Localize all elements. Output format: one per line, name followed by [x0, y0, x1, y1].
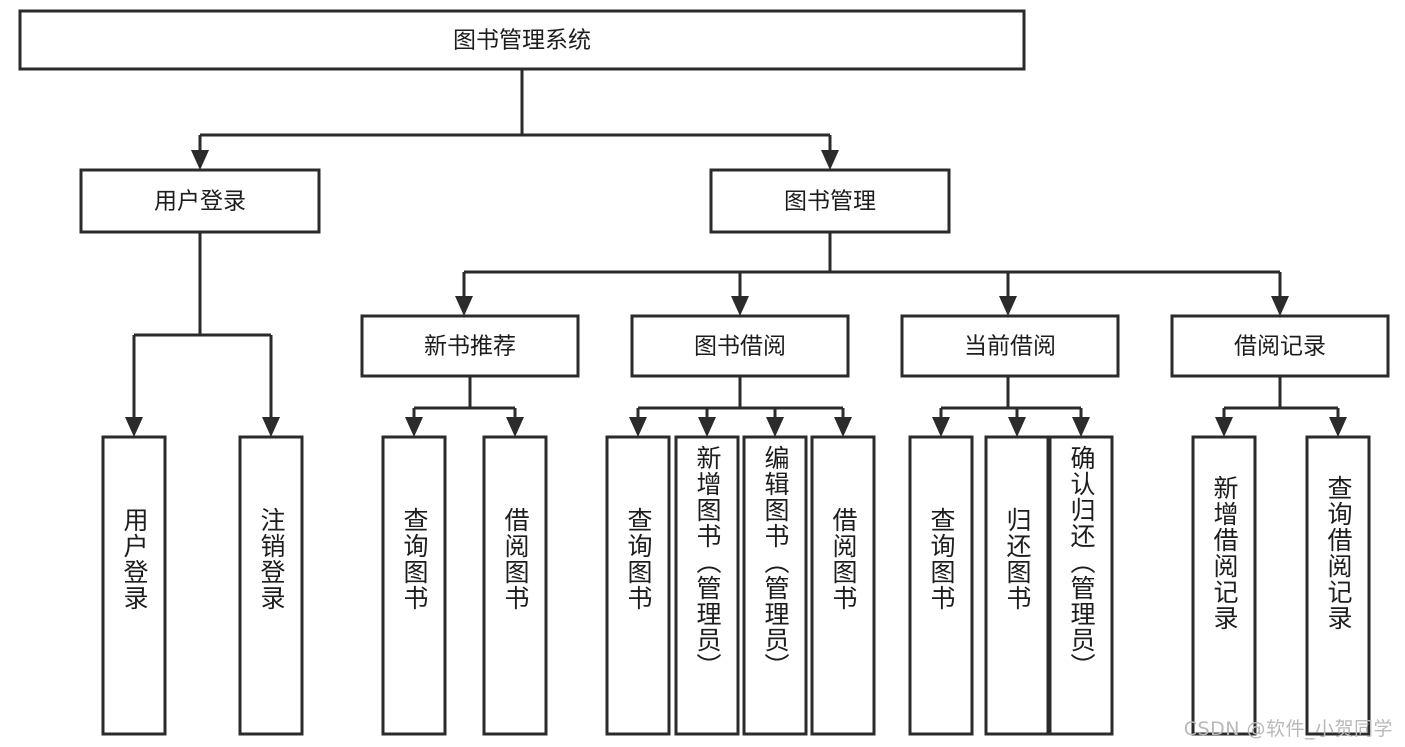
leaf-box-logout[interactable]: [238, 435, 304, 736]
node-new-book-recommend-box[interactable]: [360, 314, 580, 378]
leaf-box-borrow-book[interactable]: [810, 435, 876, 736]
arrow-head-leaf-user-login: [125, 417, 143, 437]
arrow-head-bookborrow-4: [834, 417, 852, 437]
leaf-box-return-book[interactable]: [984, 435, 1050, 736]
connector-newbook-to-leaves: [405, 376, 524, 437]
node-book-borrow-box[interactable]: [630, 314, 850, 378]
node-root-system-label: 图书管理系统: [453, 28, 591, 54]
leaf-box-borrow-book-newbook[interactable]: [482, 435, 548, 736]
node-user-login[interactable]: 用户登录: [79, 168, 321, 234]
arrow-head-bookborrow-1: [629, 417, 647, 437]
node-borrow-record-box[interactable]: [1170, 314, 1390, 378]
connector-userlogin-to-leaves: [125, 232, 280, 437]
arrow-head-bookborrow-2: [698, 417, 716, 437]
connector-bookborrow-to-leaves: [629, 376, 852, 437]
arrow-head-current-borrow: [999, 296, 1017, 316]
leaf-box-user-login[interactable]: [101, 435, 167, 736]
node-borrow-record[interactable]: 借阅记录: [1170, 314, 1390, 378]
leaf-box-add-book-admin[interactable]: [674, 435, 740, 736]
connector-borrowrecord-to-leaves: [1215, 376, 1347, 437]
arrow-head-user-login: [191, 150, 209, 170]
arrow-head-currentborrow-3: [1072, 417, 1090, 437]
arrow-head-leaf-logout: [262, 417, 280, 437]
node-new-book-recommend[interactable]: 新书推荐: [360, 314, 580, 378]
node-current-borrow-box[interactable]: [900, 314, 1120, 378]
node-user-login-label: 用户登录: [154, 189, 246, 215]
arrow-head-newbook-1: [405, 417, 423, 437]
arrow-head-currentborrow-1: [932, 417, 950, 437]
leaf-box-query-book-newbook[interactable]: [381, 435, 447, 736]
csdn-watermark: CSDN @软件_小贺同学: [1183, 718, 1393, 740]
node-root-system-box[interactable]: [18, 9, 1026, 71]
node-book-management-label: 图书管理: [784, 189, 876, 215]
arrow-head-bookborrow-3: [766, 417, 784, 437]
leaf-box-query-borrow-record[interactable]: [1305, 435, 1371, 736]
leaf-box-query-book-current[interactable]: [908, 435, 974, 736]
node-new-book-recommend-label: 新书推荐: [424, 334, 516, 360]
arrow-head-currentborrow-2: [1008, 417, 1026, 437]
leaf-box-query-book-borrow[interactable]: [605, 435, 671, 736]
node-book-borrow[interactable]: 图书借阅: [630, 314, 850, 378]
node-book-borrow-label: 图书借阅: [694, 334, 786, 360]
leaf-box-add-borrow-record[interactable]: [1191, 435, 1257, 736]
arrow-head-borrowrecord-1: [1215, 417, 1233, 437]
node-book-management-box[interactable]: [709, 168, 951, 234]
node-current-borrow[interactable]: 当前借阅: [900, 314, 1120, 378]
arrow-head-borrowrecord-2: [1329, 417, 1347, 437]
leaf-box-edit-book-admin[interactable]: [742, 435, 808, 736]
arrow-head-borrow-record: [1271, 296, 1289, 316]
node-root-system[interactable]: 图书管理系统: [18, 9, 1026, 71]
arrow-head-book-borrow: [731, 296, 749, 316]
connector-bookmgmt-to-level3: [455, 232, 1289, 316]
leaf-box-confirm-return-admin[interactable]: [1048, 435, 1114, 736]
arrow-head-book-mgmt: [821, 150, 839, 170]
node-user-login-box[interactable]: [79, 168, 321, 234]
arrow-head-newbook-2: [506, 417, 524, 437]
node-current-borrow-label: 当前借阅: [964, 334, 1056, 360]
arrow-head-new-book: [455, 296, 473, 316]
connector-currentborrow-to-leaves: [932, 376, 1090, 437]
node-book-management[interactable]: 图书管理: [709, 168, 951, 234]
connector-root-to-level2: [191, 69, 839, 170]
node-borrow-record-label: 借阅记录: [1234, 334, 1326, 360]
